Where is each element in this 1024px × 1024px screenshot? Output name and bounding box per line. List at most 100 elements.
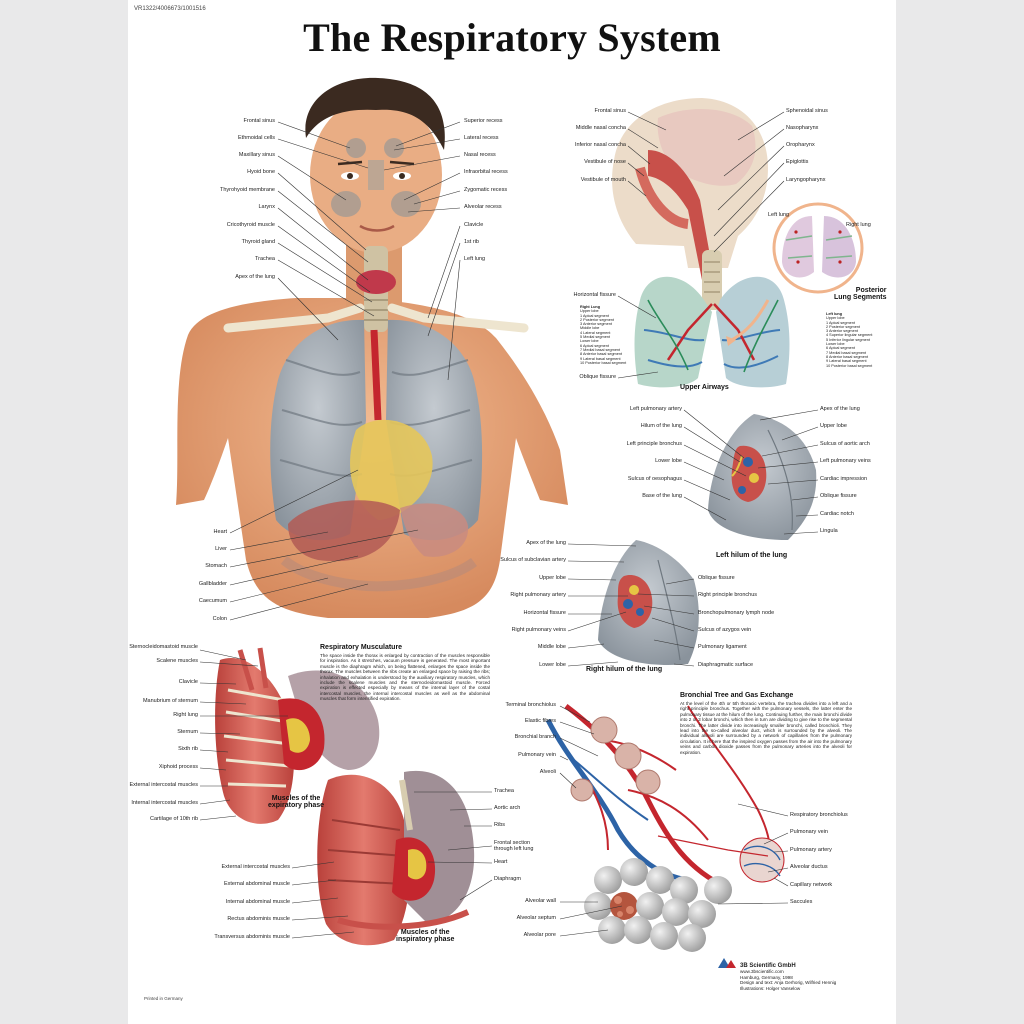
label-alveolar-recess: Alveolar recess [464,204,502,210]
label-left-pulmonary-veins: Left pulmonary veins [820,458,871,464]
legend-line: 4 Superior lingular segment [826,333,873,338]
legend-line: 8 Anterior basal segment [580,352,623,357]
label-vestibule-of-mouth: Vestibule of mouth [580,177,626,183]
label-respiratory-bronchiolus: Respiratory bronchiolus [790,812,848,818]
inspiratory-leader-lines [291,791,493,939]
product-code: VR1322/4006673/1001516 [134,6,206,12]
label-external-intercostal: External intercostal muscles [129,782,198,788]
printed-in: Printed in Germany [144,996,183,1001]
legend-line: 3 Anterior segment [826,329,858,334]
legend-line: 1 Apical segment [826,320,855,325]
bronchial-leader-lines [559,705,789,937]
legend-line: Middle lobe [580,326,600,331]
label-right-pulmonary-veins: Right pulmonary veins [511,627,566,633]
label-posterior-left-lung: Left lung [768,212,790,218]
caption-right-hilum: Right hilum of the lung [586,666,663,673]
label-scalene-muscles: Scalene muscles [156,658,198,664]
caption-line: Lung Segments [834,294,887,302]
label-horizontal-fissure: Horizontal fissure [573,292,617,298]
caption-line: inspiratory phase [396,936,455,944]
left-hilum-figure [708,414,817,540]
label-lh-apex-of-lung: Apex of the lung [820,406,860,412]
label-middle-nasal-concha: Middle nasal concha [575,125,626,131]
label-first-rib: 1st rib [464,239,479,245]
right-hilum-leader-lines [567,543,695,667]
airways-leader-lines [617,111,785,379]
publisher-line: Design and text: Anja Gerhorig, Wilfried… [740,980,837,986]
label-insp-heart: Heart [494,859,508,865]
caption-expiratory-phase: Muscles of the expiratory phase [268,795,324,810]
label-capillary-network: Capillary network [790,882,833,888]
label-rh-upper-lobe: Upper lobe [539,575,566,581]
bronchial-heading: Bronchial Tree and Gas Exchange [680,692,794,699]
posterior-lung-segments-figure [726,202,864,346]
upper-airways-figure [612,98,790,388]
label-insp-trachea: Trachea [494,788,514,794]
label-thyroid-gland: Thyroid gland [241,239,275,245]
legend-line: 5 Inferior lingular segment [826,337,870,342]
label-ribs: Ribs [494,822,506,828]
label-terminal-bronchiolus: Terminal bronchiolus [505,702,556,708]
caption-line: expiratory phase [268,802,325,810]
bronchial-text: At the level of the 4th or 5th thoracic … [680,701,852,755]
label-larynx: Larynx [258,204,275,210]
label-lingula: Lingula [820,528,838,534]
label-base-of-lung: Base of the lung [642,493,682,499]
3b-logo [718,958,736,968]
label-alveolar-ductus: Alveolar ductus [790,864,828,870]
label-internal-abdominal: Internal abdominal muscle [225,899,290,905]
label-sulcus-of-subclavian-artery: Sulcus of subclavian artery [500,557,566,563]
label-thyrohyoid-membrane: Thyrohyoid membrane [219,187,275,193]
label-pulmonary-artery: Pulmonary artery [790,847,832,853]
label-sixth-rib: Sixth rib [178,746,198,752]
legend-line: Lower lobe [580,339,599,344]
label-posterior-right-lung: Right lung [846,222,871,228]
label-caecum: Caecumum [198,598,227,604]
label-insp-external-intercostal: External intercostal muscles [221,864,290,870]
label-right-lung: Right lung [173,712,198,718]
label-diaphragm: Diaphragm [494,876,521,882]
musculature-text: The space inside the thorax is enlarged … [320,653,490,702]
caption-upper-airways: Upper Airways [680,384,729,391]
label-superior-recess: Superior recess [464,118,503,124]
legend-line: 7 Medial basal segment [580,347,621,352]
label-sphenoidal-sinus: Sphenoidal sinus [786,108,828,114]
caption-line: Muscles of the [271,795,321,802]
label-rh-horizontal-fissure: Horizontal fissure [523,610,567,616]
legend-line: 7 Medial basal segment [826,350,867,355]
right-lung-segment-legend: Right Lung Upper lobe 1 Apical segment 2… [580,305,626,365]
anatomy-illustrations [176,77,864,968]
legend-line: 6 Apical segment [826,346,855,351]
label-diaphragmatic-surface: Diaphragmatic surface [698,662,754,668]
legend-line: 2 Posterior segment [580,317,614,322]
label-nasopharynx: Nasopharynx [786,125,819,131]
label-heart: Heart [213,529,227,535]
label-laryngopharynx: Laryngopharynx [786,177,826,183]
label-lh-upper-lobe: Upper lobe [820,423,847,429]
left-hilum-leader-lines [683,409,819,535]
label-frontal-sinus: Frontal sinus [243,118,276,124]
label-sulcus-of-oesophagus: Sulcus of oesophagus [627,476,682,482]
label-trachea: Trachea [255,256,275,262]
label-left-pulmonary-artery: Left pulmonary artery [630,406,682,412]
label-stomach: Stomach [205,563,227,569]
label-epiglottis: Epiglottis [786,159,809,165]
label-inferior-nasal-concha: Inferior nasal concha [574,142,626,148]
legend-line: Upper lobe [826,316,845,321]
legend-line: 2 Posterior segment [826,324,860,329]
legend-line: 8 Anterior basal segment [826,354,869,359]
expiratory-leader-lines [199,649,288,821]
left-lung-legend-title: Left lung [826,312,843,316]
label-zygomatic-recess: Zygomatic recess [464,187,508,193]
label-transversus-abdominis: Transversus abdominis muscle [214,934,290,940]
legend-line: 4 Lateral segment [580,330,611,335]
label-rh-apex-of-lung: Apex of the lung [526,540,566,546]
label-bronchial-branch: Bronchial branch [514,734,556,740]
publisher-line: www.3bscientific.com [740,969,784,975]
label-left-lung: Left lung [464,256,486,262]
label-sulcus-of-aortic-arch: Sulcus of aortic arch [820,441,870,447]
label-airway-frontal-sinus: Frontal sinus [594,108,627,114]
legend-line: Lower lobe [826,342,845,347]
label-saccules: Saccules [790,899,813,905]
label-alveolar-wall: Alveolar wall [525,898,556,904]
